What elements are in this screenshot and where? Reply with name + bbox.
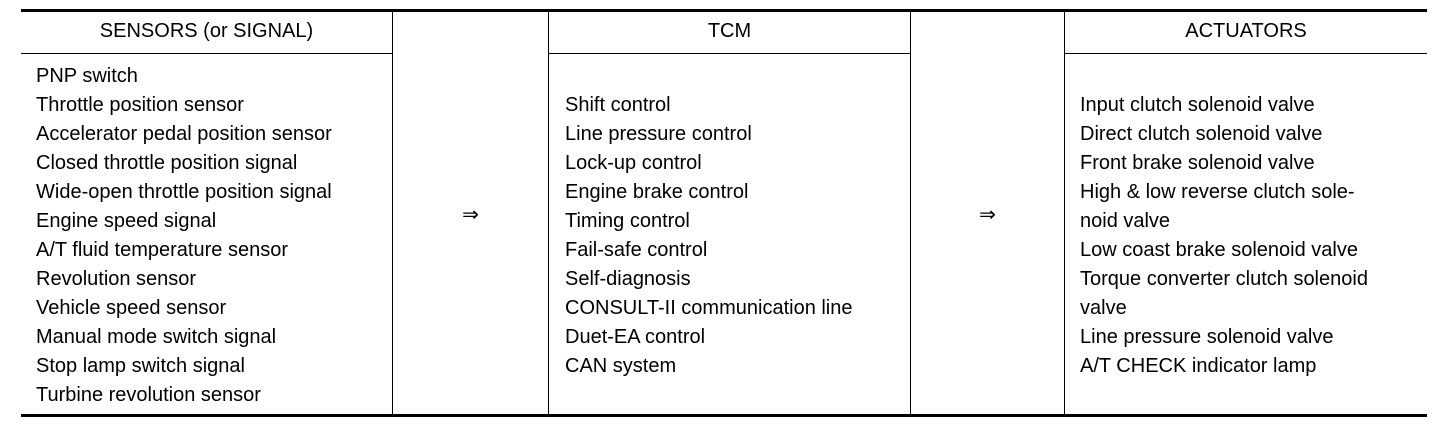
sensor-item: Manual mode switch signal (36, 326, 277, 348)
tcm-item: Lock-up control (565, 152, 702, 174)
tcm-list: Shift control Line pressure control Lock… (549, 91, 910, 381)
tcm-column: TCM Shift control Line pressure control … (548, 12, 910, 414)
actuator-item: Direct clutch solenoid valve (1080, 123, 1323, 145)
sensors-header: SENSORS (or SIGNAL) (21, 12, 392, 54)
sensor-item: Stop lamp switch signal (36, 355, 245, 377)
tcm-header: TCM (549, 12, 910, 54)
arrow-column-1: ⇒ (392, 12, 548, 414)
sensor-item: Throttle position sensor (36, 94, 244, 116)
sensor-item: Engine speed signal (36, 210, 217, 232)
sensor-item: Turbine revolution sensor (36, 384, 261, 406)
right-double-arrow-icon: ⇒ (979, 202, 996, 226)
tcm-item: CAN system (565, 355, 677, 377)
actuator-item: Torque converter clutch solenoid (1080, 268, 1368, 290)
actuator-item: noid valve (1080, 210, 1171, 232)
tcm-item: Line pressure control (565, 123, 752, 145)
tcm-item: Self-diagnosis (565, 268, 691, 290)
right-double-arrow-icon: ⇒ (462, 202, 479, 226)
tcm-item: Fail-safe control (565, 239, 708, 261)
actuator-item: Input clutch solenoid valve (1080, 94, 1315, 116)
sensor-item: Accelerator pedal position sensor (36, 123, 332, 145)
actuator-item: A/T CHECK indicator lamp (1080, 355, 1317, 377)
actuator-item: High & low reverse clutch sole- (1080, 181, 1355, 203)
sensors-list: PNP switch Throttle position sensor Acce… (21, 62, 392, 410)
sensor-item: PNP switch (36, 65, 138, 87)
sensor-item: Wide-open throttle position signal (36, 181, 332, 203)
tcm-item: CONSULT-II communication line (565, 297, 853, 319)
actuator-item: Line pressure solenoid valve (1080, 326, 1334, 348)
control-system-table: SENSORS (or SIGNAL) PNP switch Throttle … (21, 9, 1427, 417)
sensors-column: SENSORS (or SIGNAL) PNP switch Throttle … (21, 12, 392, 414)
actuators-header: ACTUATORS (1065, 12, 1427, 54)
actuator-item: Low coast brake solenoid valve (1080, 239, 1358, 261)
sensor-item: Revolution sensor (36, 268, 197, 290)
arrow-column-2: ⇒ (910, 12, 1064, 414)
sensor-item: A/T fluid temperature sensor (36, 239, 288, 261)
tcm-item: Duet-EA control (565, 326, 706, 348)
actuators-column: ACTUATORS Input clutch solenoid valve Di… (1064, 12, 1427, 414)
tcm-item: Shift control (565, 94, 671, 116)
sensor-item: Closed throttle position signal (36, 152, 298, 174)
actuators-list: Input clutch solenoid valve Direct clutc… (1065, 91, 1427, 381)
tcm-item: Timing control (565, 210, 690, 232)
actuator-item: valve (1080, 297, 1127, 319)
actuator-item: Front brake solenoid valve (1080, 152, 1315, 174)
sensor-item: Vehicle speed sensor (36, 297, 227, 319)
tcm-item: Engine brake control (565, 181, 749, 203)
